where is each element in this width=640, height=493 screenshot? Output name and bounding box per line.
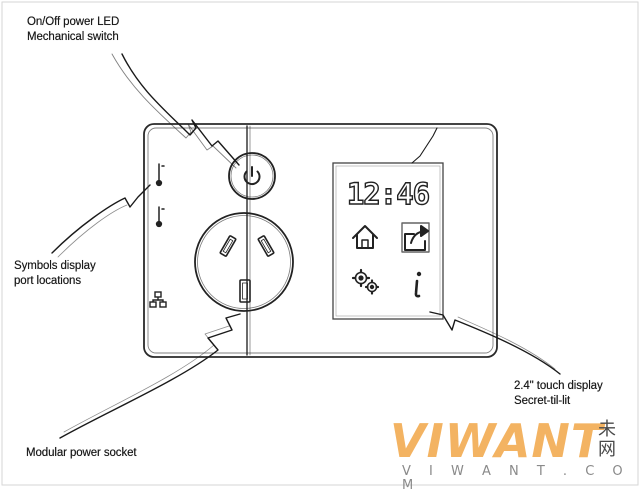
touch-display-label: 2.4" touch display Secret-til-lit <box>514 379 603 409</box>
power-led-label: On/Off power LED Mechanical switch <box>27 15 119 45</box>
watermark-url: V I W A N T . C O M <box>402 464 630 493</box>
home-icon <box>352 225 378 249</box>
socket-label-line: Modular power socket <box>26 447 137 459</box>
power-button <box>228 152 276 200</box>
power-led-label-line: On/Off power LED <box>27 16 120 28</box>
info-icon <box>414 271 422 298</box>
power-socket <box>194 212 294 312</box>
watermark-cn: 未 网 <box>598 420 616 460</box>
thermometer-icon <box>155 163 165 187</box>
mechanical-switch-label-line: Mechanical switch <box>27 31 119 43</box>
socket-label: Modular power socket <box>26 446 137 461</box>
watermark-cn-char: 未 <box>598 419 616 440</box>
settings-icon <box>351 268 380 295</box>
touch-display-label-line: 2.4" touch display <box>514 380 603 392</box>
device-plate <box>143 123 498 358</box>
callout-lines <box>51 53 561 439</box>
touch-display <box>332 162 444 320</box>
thermometer-icon <box>155 206 165 228</box>
network-icon <box>149 291 167 308</box>
power-icon <box>243 166 261 186</box>
symbols-label: Symbols display port locations <box>14 259 96 289</box>
watermark-cn-char: 网 <box>598 439 616 460</box>
secret-til-lit-label-line: Secret-til-lit <box>514 395 571 407</box>
watermark-brand: VIWANT <box>390 414 604 468</box>
share-icon <box>401 222 430 253</box>
clock-display: 12:46 <box>346 176 431 211</box>
symbols-label-line: Symbols display <box>14 260 96 272</box>
port-locations-label-line: port locations <box>14 275 81 287</box>
